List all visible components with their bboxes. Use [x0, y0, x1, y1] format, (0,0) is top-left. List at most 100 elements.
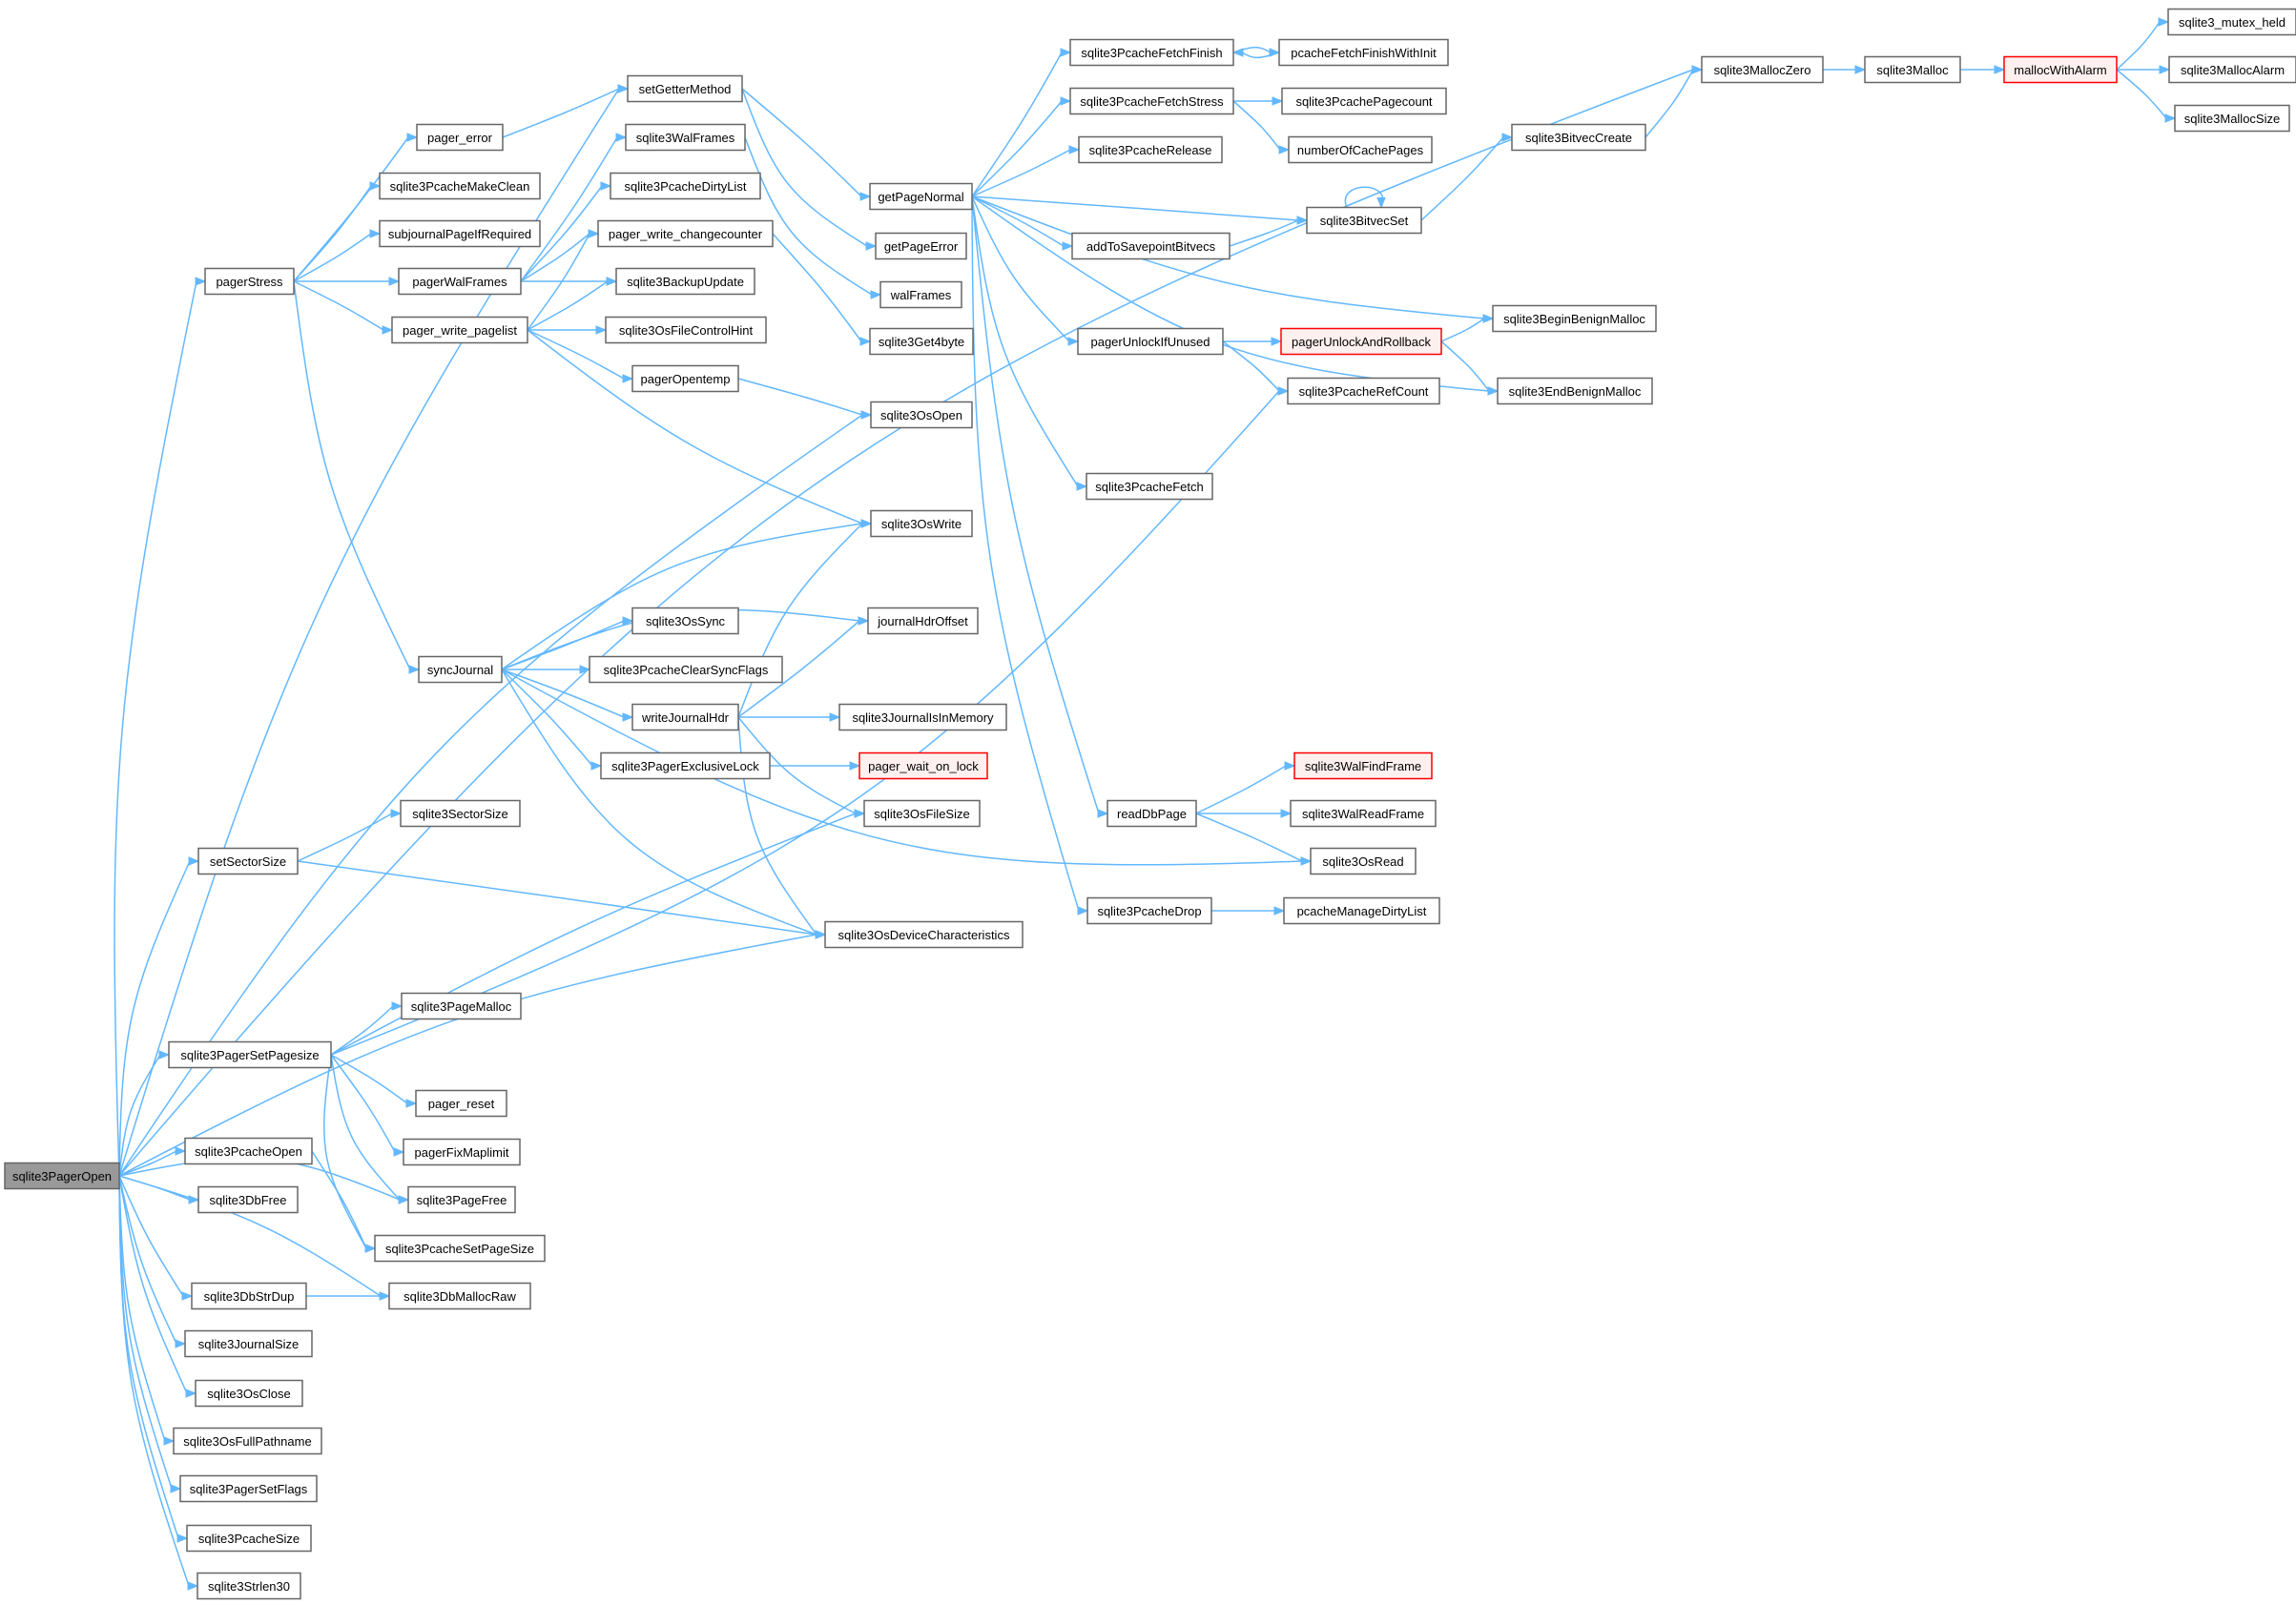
- graph-node-pagerOpentemp[interactable]: pagerOpentemp: [631, 364, 739, 393]
- call-graph-nodes: sqlite3PagerOpen pagerStress setSectorSize…: [4, 8, 2296, 1600]
- node-label: sqlite3PcachePagecount: [1295, 94, 1432, 109]
- graph-node-sqlite3BeginBenignMalloc[interactable]: sqlite3BeginBenignMalloc: [1492, 304, 1657, 333]
- graph-node-sqlite3PageFree[interactable]: sqlite3PageFree: [407, 1185, 516, 1214]
- graph-node-sqlite3OsWrite[interactable]: sqlite3OsWrite: [870, 509, 973, 538]
- graph-node-sqlite3WalFrames[interactable]: sqlite3WalFrames: [625, 123, 746, 152]
- graph-node-pager_error[interactable]: pager_error: [416, 123, 504, 152]
- graph-node-sqlite3OsDeviceCharacteristics[interactable]: sqlite3OsDeviceCharacteristics: [824, 920, 1024, 949]
- graph-node-sqlite3WalFindFrame[interactable]: sqlite3WalFindFrame: [1293, 751, 1433, 780]
- graph-node-journalHdrOffset[interactable]: journalHdrOffset: [867, 607, 979, 635]
- node-box: [1511, 123, 1646, 152]
- graph-node-pager_reset[interactable]: pager_reset: [415, 1089, 507, 1118]
- graph-node-sqlite3PagerSetFlags[interactable]: sqlite3PagerSetFlags: [179, 1474, 318, 1503]
- graph-node-sqlite3PagerExclusiveLock[interactable]: sqlite3PagerExclusiveLock: [600, 751, 771, 780]
- graph-node-readDbPage[interactable]: readDbPage: [1107, 799, 1197, 828]
- graph-node-pager_write_changecounter[interactable]: pager_write_changecounter: [597, 219, 774, 248]
- arrowhead-icon: [2164, 113, 2177, 123]
- node-label: pagerUnlockIfUnused: [1090, 335, 1210, 349]
- graph-node-getPageNormal[interactable]: getPageNormal: [869, 182, 973, 211]
- graph-node-addToSavepointBitvecs[interactable]: addToSavepointBitvecs: [1071, 232, 1231, 260]
- graph-node-pcacheManageDirtyList[interactable]: pcacheManageDirtyList: [1283, 896, 1440, 925]
- arrowhead-icon: [859, 192, 872, 201]
- graph-node-sqlite3OsRead[interactable]: sqlite3OsRead: [1310, 847, 1417, 875]
- node-label: sqlite3PcacheFetch: [1095, 480, 1203, 494]
- node-box: [1069, 87, 1234, 115]
- graph-node-pagerUnlockIfUnused[interactable]: pagerUnlockIfUnused: [1077, 327, 1224, 356]
- graph-node-sqlite3OsFileSize[interactable]: sqlite3OsFileSize: [863, 799, 981, 828]
- arrowhead-icon: [1277, 386, 1290, 396]
- graph-node-pagerFixMaplimit[interactable]: pagerFixMaplimit: [403, 1138, 521, 1166]
- graph-node-sqlite3JournalSize[interactable]: sqlite3JournalSize: [184, 1329, 313, 1358]
- graph-node-sqlite3OsOpen[interactable]: sqlite3OsOpen: [870, 401, 973, 429]
- node-label: journalHdrOffset: [877, 614, 968, 628]
- graph-node-sqlite3MallocSize[interactable]: sqlite3MallocSize: [2174, 104, 2290, 133]
- graph-node-pager_wait_on_lock[interactable]: pager_wait_on_lock: [858, 751, 988, 780]
- node-box: [1310, 847, 1417, 875]
- graph-node-getPageError[interactable]: getPageError: [875, 232, 967, 260]
- graph-node-sqlite3JournalIsInMemory[interactable]: sqlite3JournalIsInMemory: [838, 703, 1007, 731]
- node-box: [605, 316, 767, 344]
- graph-node-sqlite3BitvecCreate[interactable]: sqlite3BitvecCreate: [1511, 123, 1646, 152]
- node-label: readDbPage: [1117, 807, 1187, 821]
- graph-node-sqlite3_mutex_held[interactable]: sqlite3_mutex_held: [2167, 8, 2296, 36]
- graph-node-sqlite3DbMallocRaw[interactable]: sqlite3DbMallocRaw: [388, 1282, 531, 1310]
- graph-node-sqlite3DbStrDup[interactable]: sqlite3DbStrDup: [191, 1282, 307, 1310]
- graph-node-sqlite3PcacheFetch[interactable]: sqlite3PcacheFetch: [1086, 472, 1213, 501]
- call-edge: [971, 195, 1100, 814]
- graph-node-pager_write_pagelist[interactable]: pager_write_pagelist: [391, 316, 528, 344]
- graph-node-sqlite3OsSync[interactable]: sqlite3OsSync: [631, 607, 739, 635]
- graph-node-pagerUnlockAndRollback[interactable]: pagerUnlockAndRollback: [1280, 327, 1442, 356]
- graph-node-pagerWalFrames[interactable]: pagerWalFrames: [398, 267, 522, 296]
- graph-node-sqlite3PageMalloc[interactable]: sqlite3PageMalloc: [401, 992, 522, 1020]
- call-edge: [118, 69, 1694, 1177]
- arrowhead-icon: [1278, 145, 1291, 154]
- graph-node-sqlite3WalReadFrame[interactable]: sqlite3WalReadFrame: [1290, 799, 1437, 828]
- graph-node-sqlite3PcacheDrop[interactable]: sqlite3PcacheDrop: [1086, 896, 1212, 925]
- call-edge: [1232, 100, 1281, 151]
- graph-node-sqlite3PcacheClearSyncFlags[interactable]: sqlite3PcacheClearSyncFlags: [589, 655, 783, 684]
- graph-node-sqlite3PcacheMakeClean[interactable]: sqlite3PcacheMakeClean: [379, 172, 541, 200]
- graph-node-sqlite3PcacheRefCount[interactable]: sqlite3PcacheRefCount: [1287, 377, 1440, 405]
- graph-node-pagerStress[interactable]: pagerStress: [204, 267, 295, 296]
- graph-node-numberOfCachePages[interactable]: numberOfCachePages: [1288, 135, 1433, 164]
- graph-node-sqlite3MallocAlarm[interactable]: sqlite3MallocAlarm: [2168, 55, 2296, 84]
- graph-node-sqlite3PcacheFetchStress[interactable]: sqlite3PcacheFetchStress: [1069, 87, 1234, 115]
- graph-node-sqlite3BitvecSet[interactable]: sqlite3BitvecSet: [1306, 206, 1422, 235]
- graph-node-sqlite3PcacheFetchFinish[interactable]: sqlite3PcacheFetchFinish: [1069, 38, 1234, 67]
- graph-node-syncJournal[interactable]: syncJournal: [418, 655, 503, 684]
- graph-node-sqlite3PcacheSetPageSize[interactable]: sqlite3PcacheSetPageSize: [374, 1234, 546, 1263]
- graph-node-sqlite3PcacheSize[interactable]: sqlite3PcacheSize: [186, 1524, 312, 1553]
- graph-node-sqlite3PagerOpen[interactable]: sqlite3PagerOpen: [4, 1162, 120, 1190]
- node-label: sqlite3PcacheRelease: [1089, 143, 1212, 157]
- arrowhead-icon: [579, 665, 591, 674]
- graph-node-sqlite3OsFileControlHint[interactable]: sqlite3OsFileControlHint: [605, 316, 767, 344]
- graph-node-sqlite3PagerSetPagesize[interactable]: sqlite3PagerSetPagesize: [168, 1040, 332, 1069]
- graph-node-sqlite3OsFullPathname[interactable]: sqlite3OsFullPathname: [173, 1427, 322, 1455]
- graph-node-sqlite3DbFree[interactable]: sqlite3DbFree: [197, 1185, 299, 1214]
- node-box: [631, 364, 739, 393]
- graph-node-sqlite3MallocZero[interactable]: sqlite3MallocZero: [1701, 55, 1824, 84]
- graph-node-subjournalPageIfRequired[interactable]: subjournalPageIfRequired: [379, 219, 541, 248]
- node-box: [879, 280, 962, 309]
- graph-node-sqlite3Malloc[interactable]: sqlite3Malloc: [1864, 55, 1961, 84]
- graph-node-setSectorSize[interactable]: setSectorSize: [197, 847, 299, 875]
- graph-node-sqlite3PcacheDirtyList[interactable]: sqlite3PcacheDirtyList: [610, 172, 761, 200]
- graph-node-sqlite3OsClose[interactable]: sqlite3OsClose: [195, 1379, 303, 1408]
- graph-node-sqlite3EndBenignMalloc[interactable]: sqlite3EndBenignMalloc: [1497, 377, 1653, 405]
- graph-node-setGetterMethod[interactable]: setGetterMethod: [627, 74, 743, 103]
- graph-node-sqlite3SectorSize[interactable]: sqlite3SectorSize: [400, 799, 521, 828]
- node-box: [870, 509, 973, 538]
- graph-node-mallocWithAlarm[interactable]: mallocWithAlarm: [2003, 55, 2118, 84]
- graph-node-pcacheFetchFinishWithInit[interactable]: pcacheFetchFinishWithInit: [1278, 38, 1449, 67]
- graph-node-sqlite3BackupUpdate[interactable]: sqlite3BackupUpdate: [615, 267, 755, 296]
- node-box: [398, 267, 522, 296]
- graph-node-sqlite3PcachePagecount[interactable]: sqlite3PcachePagecount: [1281, 87, 1447, 115]
- graph-node-sqlite3Strlen30[interactable]: sqlite3Strlen30: [197, 1572, 301, 1600]
- graph-node-sqlite3PcacheOpen[interactable]: sqlite3PcacheOpen: [184, 1137, 313, 1165]
- graph-node-walFrames[interactable]: walFrames: [879, 280, 962, 309]
- graph-node-sqlite3Get4byte[interactable]: sqlite3Get4byte: [869, 327, 974, 356]
- graph-node-writeJournalHdr[interactable]: writeJournalHdr: [631, 703, 739, 731]
- node-box: [1107, 799, 1197, 828]
- node-box: [2003, 55, 2118, 84]
- graph-node-sqlite3PcacheRelease[interactable]: sqlite3PcacheRelease: [1078, 135, 1223, 164]
